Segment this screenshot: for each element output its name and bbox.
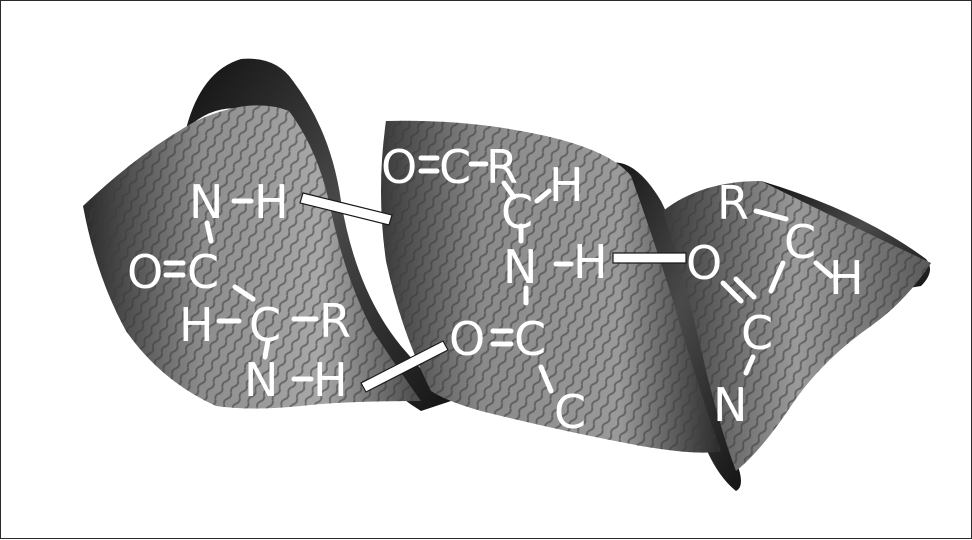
atom-label: N	[189, 175, 223, 229]
atom-label: C	[741, 306, 773, 360]
ribbon-segment-left-texture	[83, 105, 421, 409]
atom-label: R	[319, 294, 351, 348]
atom-label: O	[686, 236, 722, 290]
atom-label: C	[554, 385, 586, 439]
atom-label: H	[549, 158, 584, 212]
hydrogen-bond-2	[360, 340, 449, 393]
atom-label: O	[127, 245, 163, 299]
hydrogen-bond-1	[299, 192, 393, 226]
atom-label: H	[573, 235, 608, 289]
atom-label: H	[313, 353, 348, 407]
atom-label: H	[254, 175, 289, 229]
atom-label: C	[514, 312, 546, 366]
atom-label: O	[381, 140, 417, 194]
atom-label: C	[249, 298, 281, 352]
atom-label: N	[713, 378, 747, 432]
atom-label: C	[784, 215, 816, 269]
atom-label: C	[187, 245, 219, 299]
atom-label: H	[829, 251, 864, 305]
covalent-bonds	[163, 155, 834, 394]
atom-label: O	[449, 312, 485, 366]
atom-label: N	[244, 353, 278, 407]
ribbon-segment-middle-texture	[381, 120, 721, 453]
atom-label: R	[717, 176, 749, 230]
hydrogen-bond-3	[612, 252, 687, 264]
atom-label: H	[179, 298, 214, 352]
atom-label: C	[439, 140, 471, 194]
atom-label: N	[503, 240, 537, 294]
atom-label: C	[501, 185, 533, 239]
atom-label: R	[486, 140, 518, 194]
ribbon-segment-right-texture	[663, 181, 931, 471]
